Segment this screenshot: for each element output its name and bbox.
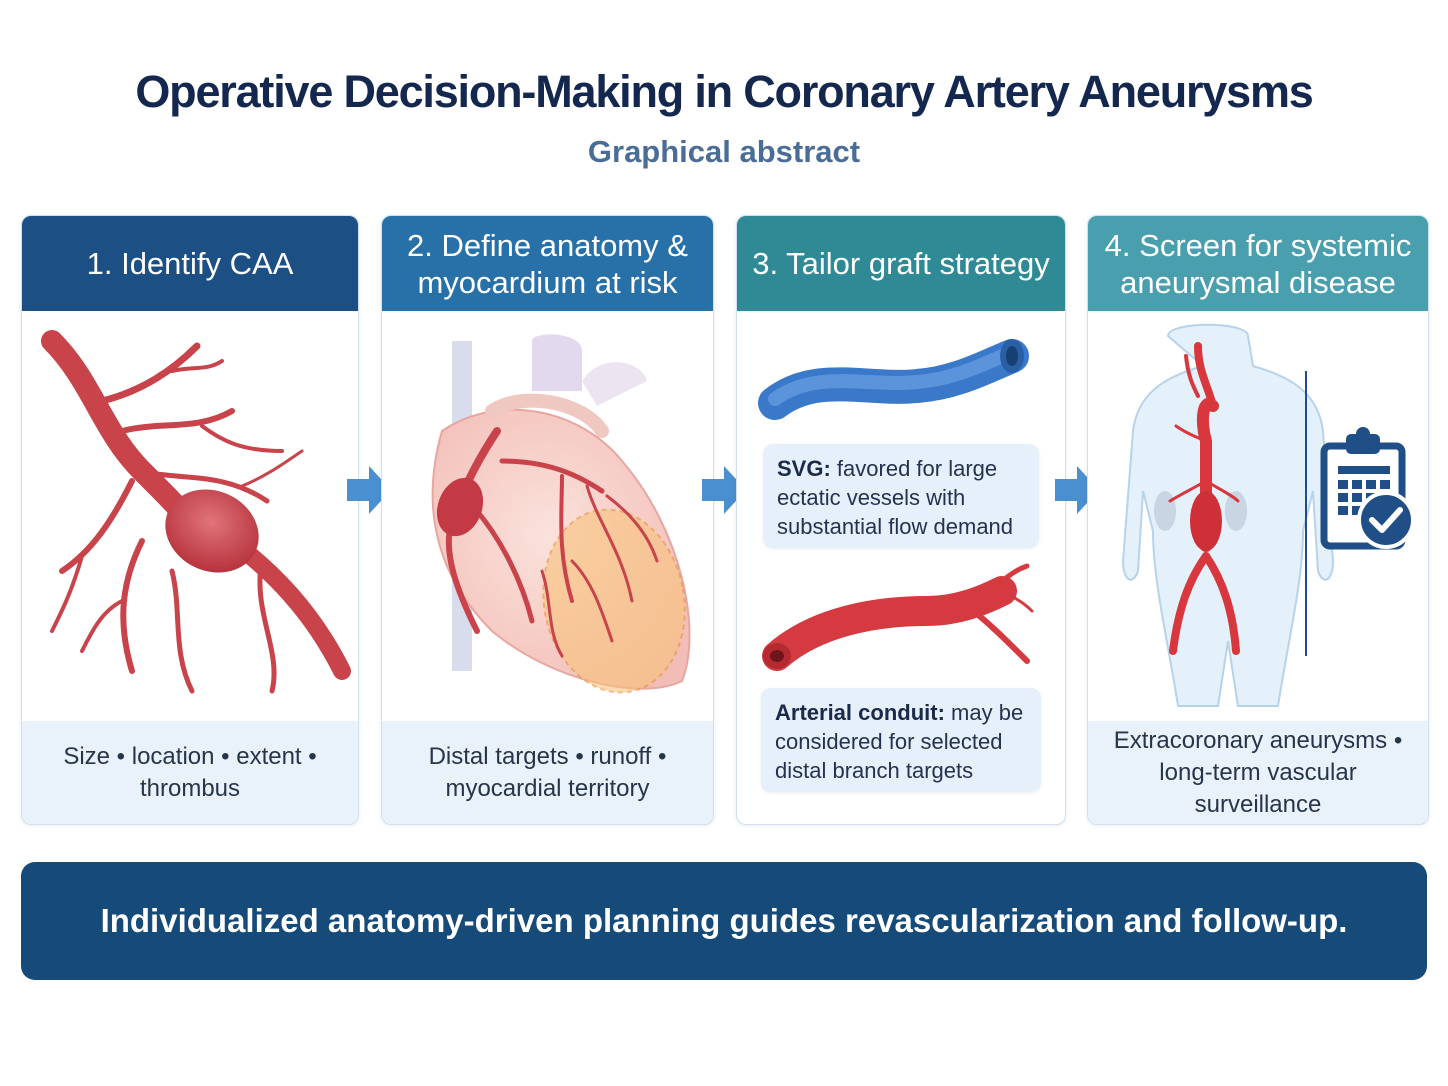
panel-heading: 3. Tailor graft strategy bbox=[737, 216, 1065, 311]
callout-lead: SVG: bbox=[777, 456, 831, 481]
callout-svg: SVG: favored for large ectatic vessels w… bbox=[763, 444, 1039, 548]
right-arrow-icon bbox=[345, 462, 393, 518]
torso-aorta-icon bbox=[1088, 311, 1428, 721]
panel-heading: 1. Identify CAA bbox=[22, 216, 358, 311]
panel-footer: Distal targets • runoff • myocardial ter… bbox=[382, 721, 713, 824]
page-title: Operative Decision-Making in Coronary Ar… bbox=[135, 66, 1313, 117]
clipboard-calendar-check-icon bbox=[1320, 424, 1416, 554]
panel-heading: 4. Screen for systemic aneurysmal diseas… bbox=[1088, 216, 1428, 311]
vein-graft-icon bbox=[758, 339, 1029, 420]
panel-footer: Size • location • extent • thrombus bbox=[22, 721, 358, 824]
graft-illustrations bbox=[737, 311, 1065, 721]
callout-text: favored for large ectatic vessels with s… bbox=[777, 456, 1014, 539]
callout-lead: Arterial conduit: bbox=[775, 700, 945, 725]
callout-text: may be considered for selected distal br… bbox=[775, 700, 1024, 783]
panel-graft-strategy: 3. Tailor graft strategy SVG: favored fo… bbox=[736, 215, 1066, 825]
panel-systemic-screening: 4. Screen for systemic aneurysmal diseas… bbox=[1087, 215, 1429, 825]
panel-footer: Extracoronary aneurysms • long-term vasc… bbox=[1088, 721, 1428, 824]
artery-graft-icon bbox=[762, 563, 1034, 671]
panel-define-anatomy: 2. Define anatomy & myocardium at risk bbox=[381, 215, 714, 825]
right-arrow-icon bbox=[700, 462, 748, 518]
panel-heading: 2. Define anatomy & myocardium at risk bbox=[382, 216, 713, 311]
panel-identify-caa: 1. Identify CAA bbox=[21, 215, 359, 825]
summary-banner: Individualized anatomy-driven planning g… bbox=[21, 862, 1427, 980]
callout-arterial-conduit: Arterial conduit: may be considered for … bbox=[761, 688, 1041, 792]
page-subtitle: Graphical abstract bbox=[587, 134, 861, 169]
heart-icon bbox=[382, 311, 713, 721]
coronary-aneurysm-icon bbox=[22, 311, 358, 721]
